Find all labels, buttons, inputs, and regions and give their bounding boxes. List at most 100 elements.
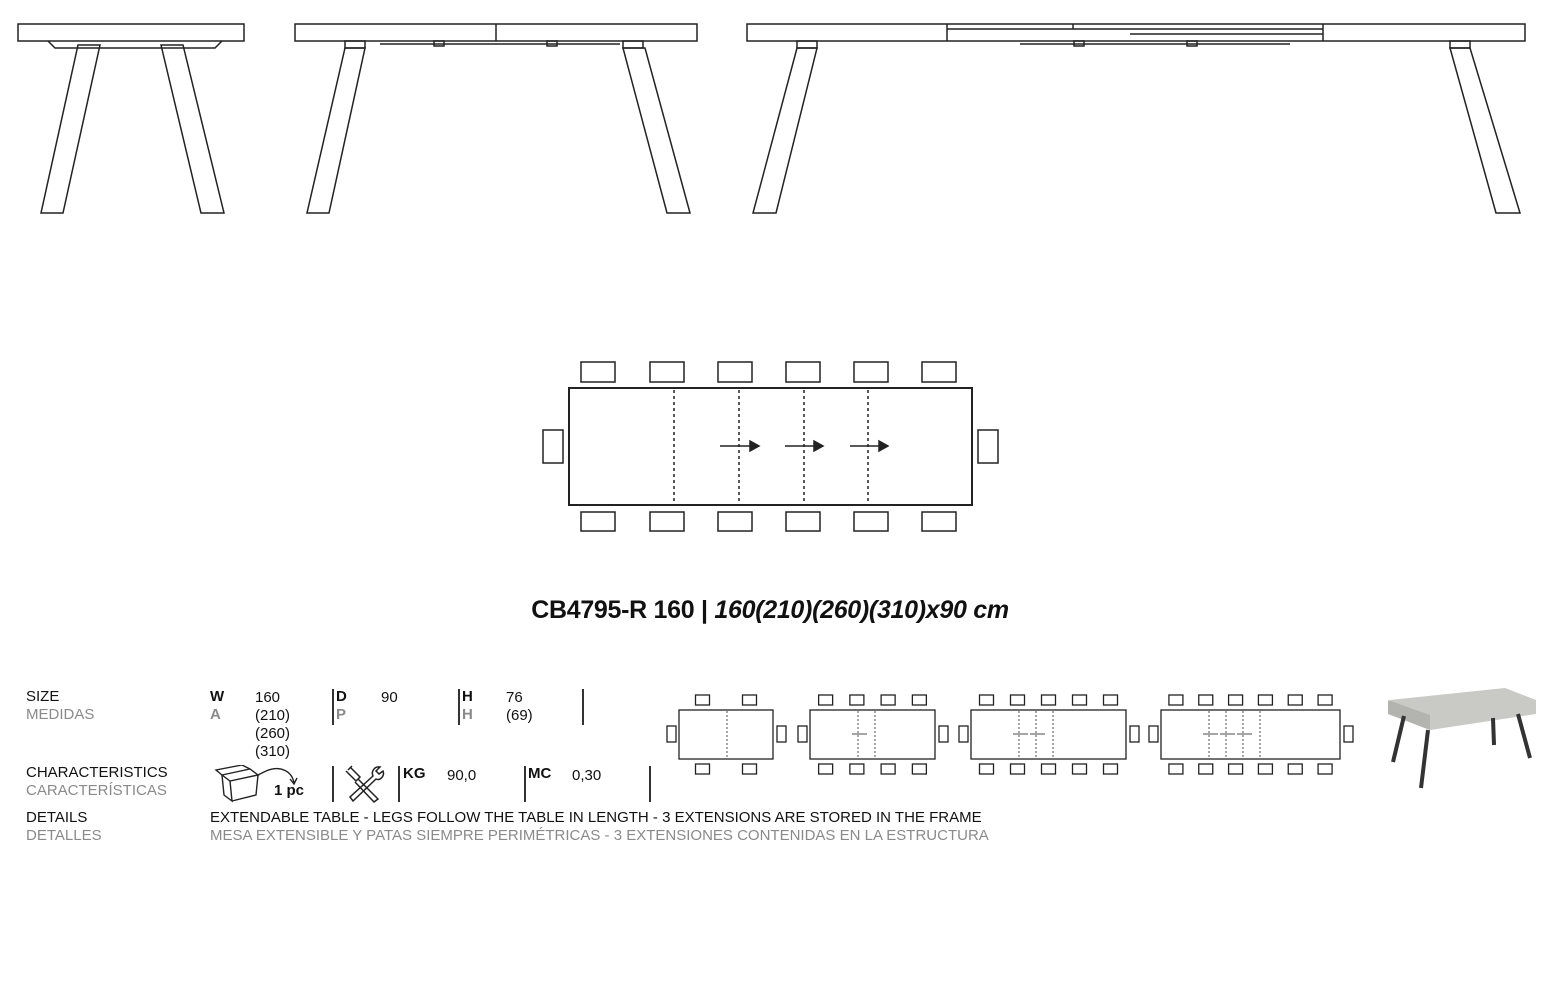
- product-photo: [1388, 688, 1536, 789]
- package-count: 1 pc: [274, 782, 305, 799]
- chair: [1071, 694, 1088, 706]
- assembly-tools-icon: [345, 765, 385, 804]
- details-label: DETAILS: [26, 809, 88, 826]
- kg-value: 90,0: [447, 767, 477, 784]
- details-text-es: MESA EXTENSIBLE Y PATAS SIEMPRE PERIMÉTR…: [210, 827, 989, 844]
- chair: [694, 763, 711, 775]
- w-value: (210): [255, 707, 291, 724]
- table-top: [970, 709, 1127, 760]
- characteristics-label-es: CARACTERÍSTICAS: [26, 782, 167, 799]
- h-label: H: [462, 688, 473, 705]
- chair: [1009, 694, 1026, 706]
- divider: [582, 689, 584, 725]
- size-label-es: MEDIDAS: [26, 706, 95, 723]
- product-dimensions: 160(210)(260)(310)x90 cm: [714, 596, 1009, 624]
- chair: [1102, 694, 1119, 706]
- kg-label: KG: [403, 765, 426, 782]
- chair: [1257, 694, 1274, 706]
- h-value: 76: [506, 689, 523, 706]
- chair: [978, 694, 995, 706]
- side-elevation-closed: [17, 23, 245, 214]
- chair: [694, 694, 711, 706]
- chair: [880, 763, 896, 775]
- mc-label: MC: [528, 765, 552, 782]
- chair: [1040, 763, 1057, 775]
- chair: [649, 511, 685, 532]
- chair: [921, 361, 957, 383]
- h-label-es: H: [462, 706, 473, 723]
- chair: [649, 361, 685, 383]
- box-package-icon: [214, 765, 298, 803]
- product-title: CB4795-R 160 | 160(210)(260)(310)x90 cm: [0, 596, 1540, 625]
- chair: [921, 511, 957, 532]
- details-text: EXTENDABLE TABLE - LEGS FOLLOW THE TABLE…: [210, 809, 982, 826]
- chair: [1040, 694, 1057, 706]
- front-elevation-closed: [294, 23, 698, 214]
- plan-config-260: [958, 694, 1140, 775]
- divider: [524, 766, 526, 802]
- chair: [785, 511, 821, 532]
- plan-config-210: [797, 694, 949, 775]
- table-top: [809, 709, 936, 760]
- chair: [1148, 725, 1159, 743]
- divider: [398, 766, 400, 802]
- table-top: [1160, 709, 1341, 760]
- chair: [580, 361, 616, 383]
- chair: [1168, 763, 1184, 775]
- chair: [717, 361, 753, 383]
- w-value: 160: [255, 689, 281, 706]
- chair: [797, 725, 808, 743]
- chair: [1198, 694, 1214, 706]
- chair: [1168, 694, 1184, 706]
- h-value-alt: (69): [506, 707, 533, 724]
- chair: [977, 429, 999, 464]
- chair: [1317, 694, 1333, 706]
- chair: [911, 763, 928, 775]
- divider: [458, 689, 460, 725]
- chair: [580, 511, 616, 532]
- chair: [817, 763, 834, 775]
- front-elevation-extended: [746, 23, 1526, 214]
- mc-value: 0,30: [572, 767, 602, 784]
- chair: [1227, 694, 1244, 706]
- extension-configurations: [666, 694, 1354, 775]
- chair: [853, 511, 889, 532]
- chair: [542, 429, 564, 464]
- chair: [849, 763, 865, 775]
- chair: [880, 694, 896, 706]
- plan-config-160: [666, 694, 787, 775]
- chair: [1129, 725, 1140, 743]
- chair: [1257, 763, 1274, 775]
- w-label-es: A: [210, 706, 221, 723]
- w-value: (260): [255, 725, 291, 742]
- characteristics-label: CHARACTERISTICS: [26, 764, 168, 781]
- d-label-es: P: [336, 706, 347, 723]
- chair: [1102, 763, 1119, 775]
- table-top: [678, 709, 774, 760]
- title-separator: |: [701, 596, 708, 624]
- chair: [785, 361, 821, 383]
- chair: [849, 694, 865, 706]
- chair: [1317, 763, 1333, 775]
- chair: [741, 694, 758, 706]
- chair: [741, 763, 758, 775]
- chair: [938, 725, 949, 743]
- divider: [332, 766, 334, 802]
- chair: [776, 725, 787, 743]
- chair: [1287, 763, 1303, 775]
- chair: [666, 725, 677, 743]
- divider: [332, 689, 334, 725]
- chair: [911, 694, 928, 706]
- chair: [717, 511, 753, 532]
- d-label: D: [336, 688, 347, 705]
- details-label-es: DETALLES: [26, 827, 102, 844]
- chair: [958, 725, 969, 743]
- product-code: CB4795-R 160: [531, 596, 695, 624]
- top-plan-view: [542, 361, 999, 532]
- chair: [1071, 763, 1088, 775]
- w-label: W: [210, 688, 225, 705]
- chair: [1287, 694, 1303, 706]
- chair: [978, 763, 995, 775]
- chair: [1343, 725, 1354, 743]
